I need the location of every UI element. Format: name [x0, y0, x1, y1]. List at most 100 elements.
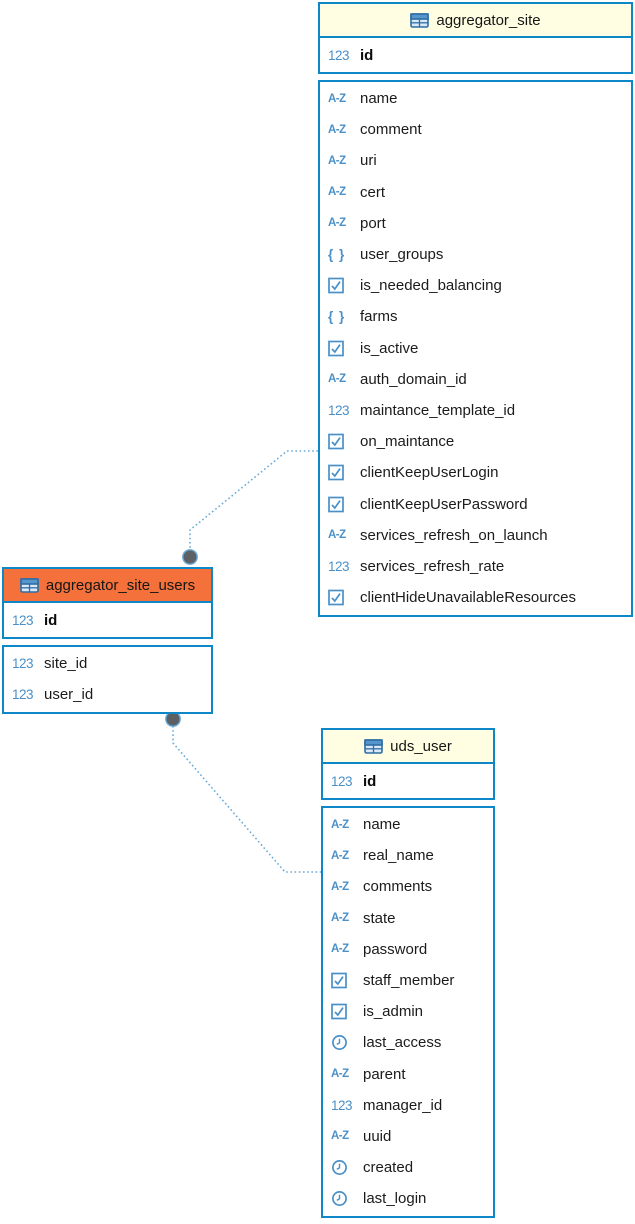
relation-endpoint-dot[interactable]: [182, 549, 198, 565]
text-glyph: A-Z: [328, 123, 346, 136]
table-title: uds_user: [390, 737, 452, 755]
boolean-type-icon: [331, 1003, 355, 1020]
column-row-real_name[interactable]: A-Z real_name: [323, 840, 493, 871]
column-row-clientHideUnavailableResources[interactable]: clientHideUnavailableResources: [320, 582, 631, 613]
column-row-created[interactable]: created: [323, 1152, 493, 1183]
boolean-type-icon: [331, 972, 355, 989]
column-label: id: [363, 772, 377, 790]
number-type-icon: 123: [328, 559, 352, 574]
boolean-type-icon: [328, 589, 352, 606]
column-label: maintance_template_id: [360, 401, 516, 419]
column-label: password: [363, 940, 428, 958]
column-label: last_access: [363, 1034, 442, 1052]
number-glyph: 123: [328, 47, 350, 63]
column-row-name[interactable]: A-Z name: [323, 809, 493, 840]
text-glyph: A-Z: [328, 529, 346, 542]
column-label: state: [363, 909, 396, 927]
number-glyph: 123: [328, 402, 350, 418]
text-type-icon: A-Z: [328, 124, 352, 136]
column-row-last_access[interactable]: last_access: [323, 1027, 493, 1058]
column-label: real_name: [363, 847, 434, 865]
datetime-type-icon: [331, 1159, 355, 1176]
column-row-is_needed_balancing[interactable]: is_needed_balancing: [320, 270, 631, 301]
table-header-uds_user[interactable]: uds_user: [321, 728, 495, 764]
column-row-clientKeepUserLogin[interactable]: clientKeepUserLogin: [320, 457, 631, 488]
column-row-password[interactable]: A-Z password: [323, 934, 493, 965]
column-label: name: [363, 816, 401, 834]
text-glyph: A-Z: [328, 154, 346, 167]
column-row-on_maintance[interactable]: on_maintance: [320, 426, 631, 457]
column-label: cert: [360, 183, 386, 201]
column-label: last_login: [363, 1190, 427, 1208]
column-row-is_active[interactable]: is_active: [320, 333, 631, 364]
column-row-clientKeepUserPassword[interactable]: clientKeepUserPassword: [320, 488, 631, 519]
table-header-aggregator_site_users[interactable]: aggregator_site_users: [2, 567, 213, 603]
column-row-maintance_template_id[interactable]: 123 maintance_template_id: [320, 395, 631, 426]
column-row-id[interactable]: 123 id: [323, 764, 493, 798]
text-glyph: A-Z: [328, 217, 346, 230]
boolean-type-icon: [328, 496, 352, 513]
column-label: created: [363, 1159, 414, 1177]
number-type-icon: 123: [12, 687, 36, 702]
text-type-icon: A-Z: [331, 881, 355, 893]
column-label: clientKeepUserPassword: [360, 495, 528, 513]
text-type-icon: A-Z: [328, 373, 352, 385]
column-label: comments: [363, 878, 433, 896]
column-label: manager_id: [363, 1096, 443, 1114]
column-row-comments[interactable]: A-Z comments: [323, 871, 493, 902]
table-icon: [410, 12, 430, 28]
number-glyph: 123: [331, 773, 353, 789]
text-glyph: A-Z: [331, 1068, 349, 1081]
column-label: name: [360, 90, 398, 108]
text-glyph: A-Z: [331, 818, 349, 831]
column-row-user_id[interactable]: 123 user_id: [4, 679, 211, 710]
column-label: clientKeepUserLogin: [360, 464, 499, 482]
text-type-icon: A-Z: [331, 850, 355, 862]
column-label: farms: [360, 308, 398, 326]
boolean-type-icon: [328, 464, 352, 481]
column-row-is_admin[interactable]: is_admin: [323, 996, 493, 1027]
table-title: aggregator_site: [436, 11, 541, 29]
text-type-icon: A-Z: [328, 186, 352, 198]
column-row-user_groups[interactable]: { }user_groups: [320, 239, 631, 270]
text-glyph: A-Z: [328, 373, 346, 386]
datetime-type-icon: [331, 1190, 355, 1207]
column-row-auth_domain_id[interactable]: A-Z auth_domain_id: [320, 364, 631, 395]
column-label: auth_domain_id: [360, 370, 467, 388]
column-row-cert[interactable]: A-Z cert: [320, 177, 631, 208]
column-row-last_login[interactable]: last_login: [323, 1183, 493, 1214]
column-row-farms[interactable]: { } farms: [320, 301, 631, 332]
json-glyph: { }: [328, 309, 346, 325]
boolean-type-icon: [328, 277, 352, 294]
boolean-type-icon: [328, 433, 352, 450]
table-header-aggregator_site[interactable]: aggregator_site: [318, 2, 633, 38]
text-type-icon: A-Z: [331, 943, 355, 955]
relation-line-aggregator_site-to-aggregator_site_users[interactable]: [189, 450, 318, 550]
number-type-icon: 123: [331, 774, 355, 789]
relation-line-aggregator_site_users-to-uds_user[interactable]: [172, 726, 321, 873]
column-row-staff_member[interactable]: staff_member: [323, 965, 493, 996]
column-label: id: [44, 611, 58, 629]
json-glyph: { }: [328, 247, 346, 263]
column-label: user_id: [44, 686, 94, 704]
text-glyph: A-Z: [331, 849, 349, 862]
